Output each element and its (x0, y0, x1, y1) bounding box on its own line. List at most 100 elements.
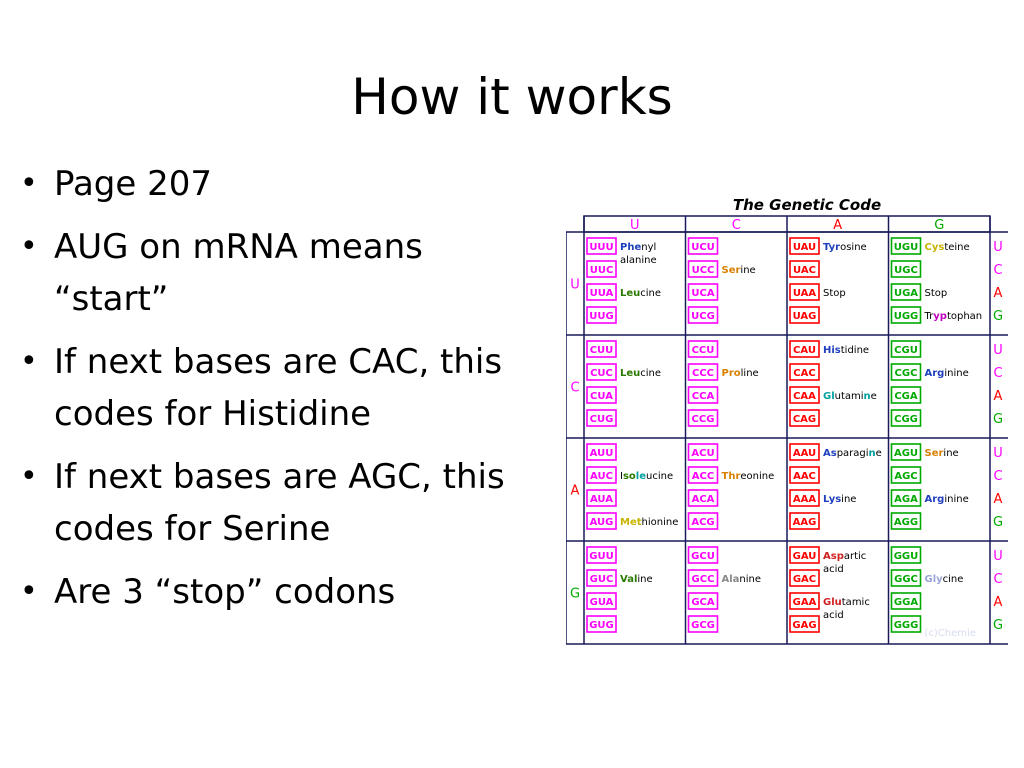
bullet-list: •Page 207 •AUG on mRNA means “start” •If… (18, 158, 548, 629)
codon-box (586, 409, 617, 427)
codon-box (789, 489, 820, 507)
bullet-dot-icon: • (20, 166, 38, 201)
codon-box (687, 283, 719, 301)
amino-acid-part: paragi (837, 448, 869, 459)
codon-box (789, 466, 820, 484)
bullet-item: •Are 3 “stop” codons (18, 566, 548, 618)
codon-label: GAG (792, 620, 816, 631)
codon-box (687, 443, 719, 461)
third-base-g: G (993, 412, 1003, 427)
codon-box (586, 592, 617, 610)
amino-acid-part: Glu (823, 597, 842, 608)
amino-acid-label: Stop (925, 288, 948, 299)
bullet-item: •If next bases are AGC, this codes for S… (18, 451, 548, 555)
bullet-item: •AUG on mRNA means “start” (18, 221, 548, 325)
codon-box (586, 569, 617, 587)
amino-acid-part: Arg (925, 494, 945, 505)
codon-label: UUG (589, 311, 613, 322)
amino-acid-label: Leucine (620, 368, 661, 379)
bullet-dot-icon: • (20, 344, 38, 379)
amino-acid-part: Gl (823, 391, 835, 402)
codon-box (789, 283, 820, 301)
amino-acid-label: Alanine (722, 574, 762, 585)
codon-box (789, 409, 820, 427)
codon-box (789, 615, 820, 633)
codon-label: CGG (894, 414, 918, 425)
codon-label: GCG (691, 620, 715, 631)
amino-acid-part: Leu (620, 288, 640, 299)
codon-label: AGA (894, 494, 918, 505)
codon-label: CCU (692, 345, 715, 356)
amino-acid-part: Pro (722, 368, 741, 379)
amino-acid-part: n (864, 391, 871, 402)
codon-label: CAA (793, 391, 816, 402)
codon-label: UUA (590, 288, 614, 299)
codon-box (789, 443, 820, 461)
codon-label: GGC (894, 574, 918, 585)
codon-box (789, 237, 820, 255)
amino-acid-label: Asparagine (823, 448, 882, 459)
codon-label: GAC (793, 574, 816, 585)
amino-acid-part: ine (841, 494, 856, 505)
codon-label: GGA (894, 597, 918, 608)
bullet-text: AUG on mRNA means “start” (54, 227, 423, 319)
amino-acid-part: ine (637, 574, 652, 585)
codon-box (890, 409, 922, 427)
amino-acid-part: line (741, 368, 759, 379)
amino-acid-part: inine (944, 368, 968, 379)
bullet-dot-icon: • (20, 574, 38, 609)
column-header-a: A (833, 218, 842, 233)
codon-box (789, 569, 820, 587)
codon-box (890, 512, 922, 530)
codon-label: UCG (691, 311, 715, 322)
codon-label: CAC (793, 368, 815, 379)
amino-acid-part: Thr (722, 471, 741, 482)
row-header-c: C (570, 381, 579, 396)
amino-acid-label: Tryptophan (924, 311, 983, 322)
codon-label: UAC (793, 265, 816, 276)
codon-box (586, 306, 617, 324)
codon-label: AUG (590, 517, 614, 528)
amino-acid-part: Lys (823, 494, 841, 505)
codon-label: AAG (793, 517, 817, 528)
amino-acid-label: Valine (620, 574, 653, 585)
codon-box (586, 283, 617, 301)
codon-box (687, 466, 719, 484)
amino-acid-part: Cys (925, 242, 945, 253)
amino-acid-part: ucine (646, 471, 673, 482)
amino-acid-part: utami (835, 391, 864, 402)
amino-acid-part: e (876, 448, 882, 459)
amino-acid-part: cine (640, 368, 661, 379)
amino-acid-part: Asp (823, 551, 844, 562)
amino-acid-label: Leucine (620, 288, 661, 299)
codon-box (789, 592, 820, 610)
amino-acid-label: Proline (722, 368, 759, 379)
codon-label: AGC (894, 471, 917, 482)
codon-box (890, 569, 922, 587)
amino-acid-part: Ala (722, 574, 740, 585)
column-header-c: C (732, 218, 741, 233)
amino-acid-part: teine (944, 242, 969, 253)
codon-label: UAU (793, 242, 816, 253)
codon-label: AGU (894, 448, 918, 459)
codon-label: GCC (692, 574, 715, 585)
amino-acid-part: Gly (925, 574, 944, 585)
codon-box (789, 260, 820, 278)
amino-acid-part: artic (844, 551, 866, 562)
codon-box (890, 283, 922, 301)
codon-box (890, 260, 922, 278)
codon-box (789, 386, 820, 404)
codon-label: AGG (894, 517, 918, 528)
codon-label: ACA (692, 494, 715, 505)
amino-acid-part: tophan (947, 311, 982, 322)
codon-label: UGG (894, 311, 919, 322)
amino-acid-part: Leu (620, 368, 640, 379)
amino-acid-label: Histidine (823, 345, 869, 356)
amino-acid-label: Cysteine (925, 242, 970, 253)
codon-box (687, 592, 719, 610)
amino-acid-part: Phe (620, 242, 641, 253)
amino-acid-label: Methionine (620, 517, 678, 528)
codon-label: AUC (590, 471, 613, 482)
codon-label: GCA (691, 597, 715, 608)
